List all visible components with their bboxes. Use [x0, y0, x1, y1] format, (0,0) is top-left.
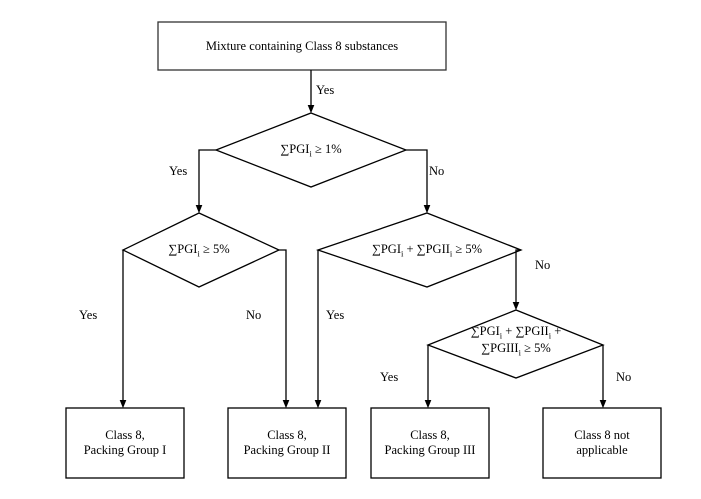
edge-label-decision4-no: No [616, 370, 632, 384]
node-result1-shape [65, 407, 185, 479]
edge-label-decision2-no: No [246, 308, 262, 322]
edge-label-decision1-no: No [429, 164, 445, 178]
node-start-shape [157, 21, 447, 71]
edge-decision1-yes-to-decision2 [195, 149, 216, 214]
node-result4-shape [542, 407, 662, 479]
node-decision1-shape [214, 112, 408, 188]
edge-decision3-no-to-decision4 [512, 249, 521, 311]
node-decision2-shape [121, 212, 281, 288]
edge-label-start-yes: Yes [316, 83, 335, 97]
edge-label-decision3-yes: Yes [326, 308, 345, 322]
node-result2-shape [227, 407, 347, 479]
node-result3-shape [370, 407, 490, 479]
node-decision4-shape [426, 309, 605, 379]
edge-label-decision3-no: No [535, 258, 551, 272]
edge-label-decision1-yes: Yes [169, 164, 188, 178]
edge-label-decision4-yes: Yes [380, 370, 399, 384]
edge-decision1-no-to-decision3 [406, 149, 431, 214]
edge-label-decision2-yes: Yes [79, 308, 98, 322]
node-decision3-shape [315, 212, 523, 288]
edge-decision2-no-to-result2 [279, 249, 290, 409]
